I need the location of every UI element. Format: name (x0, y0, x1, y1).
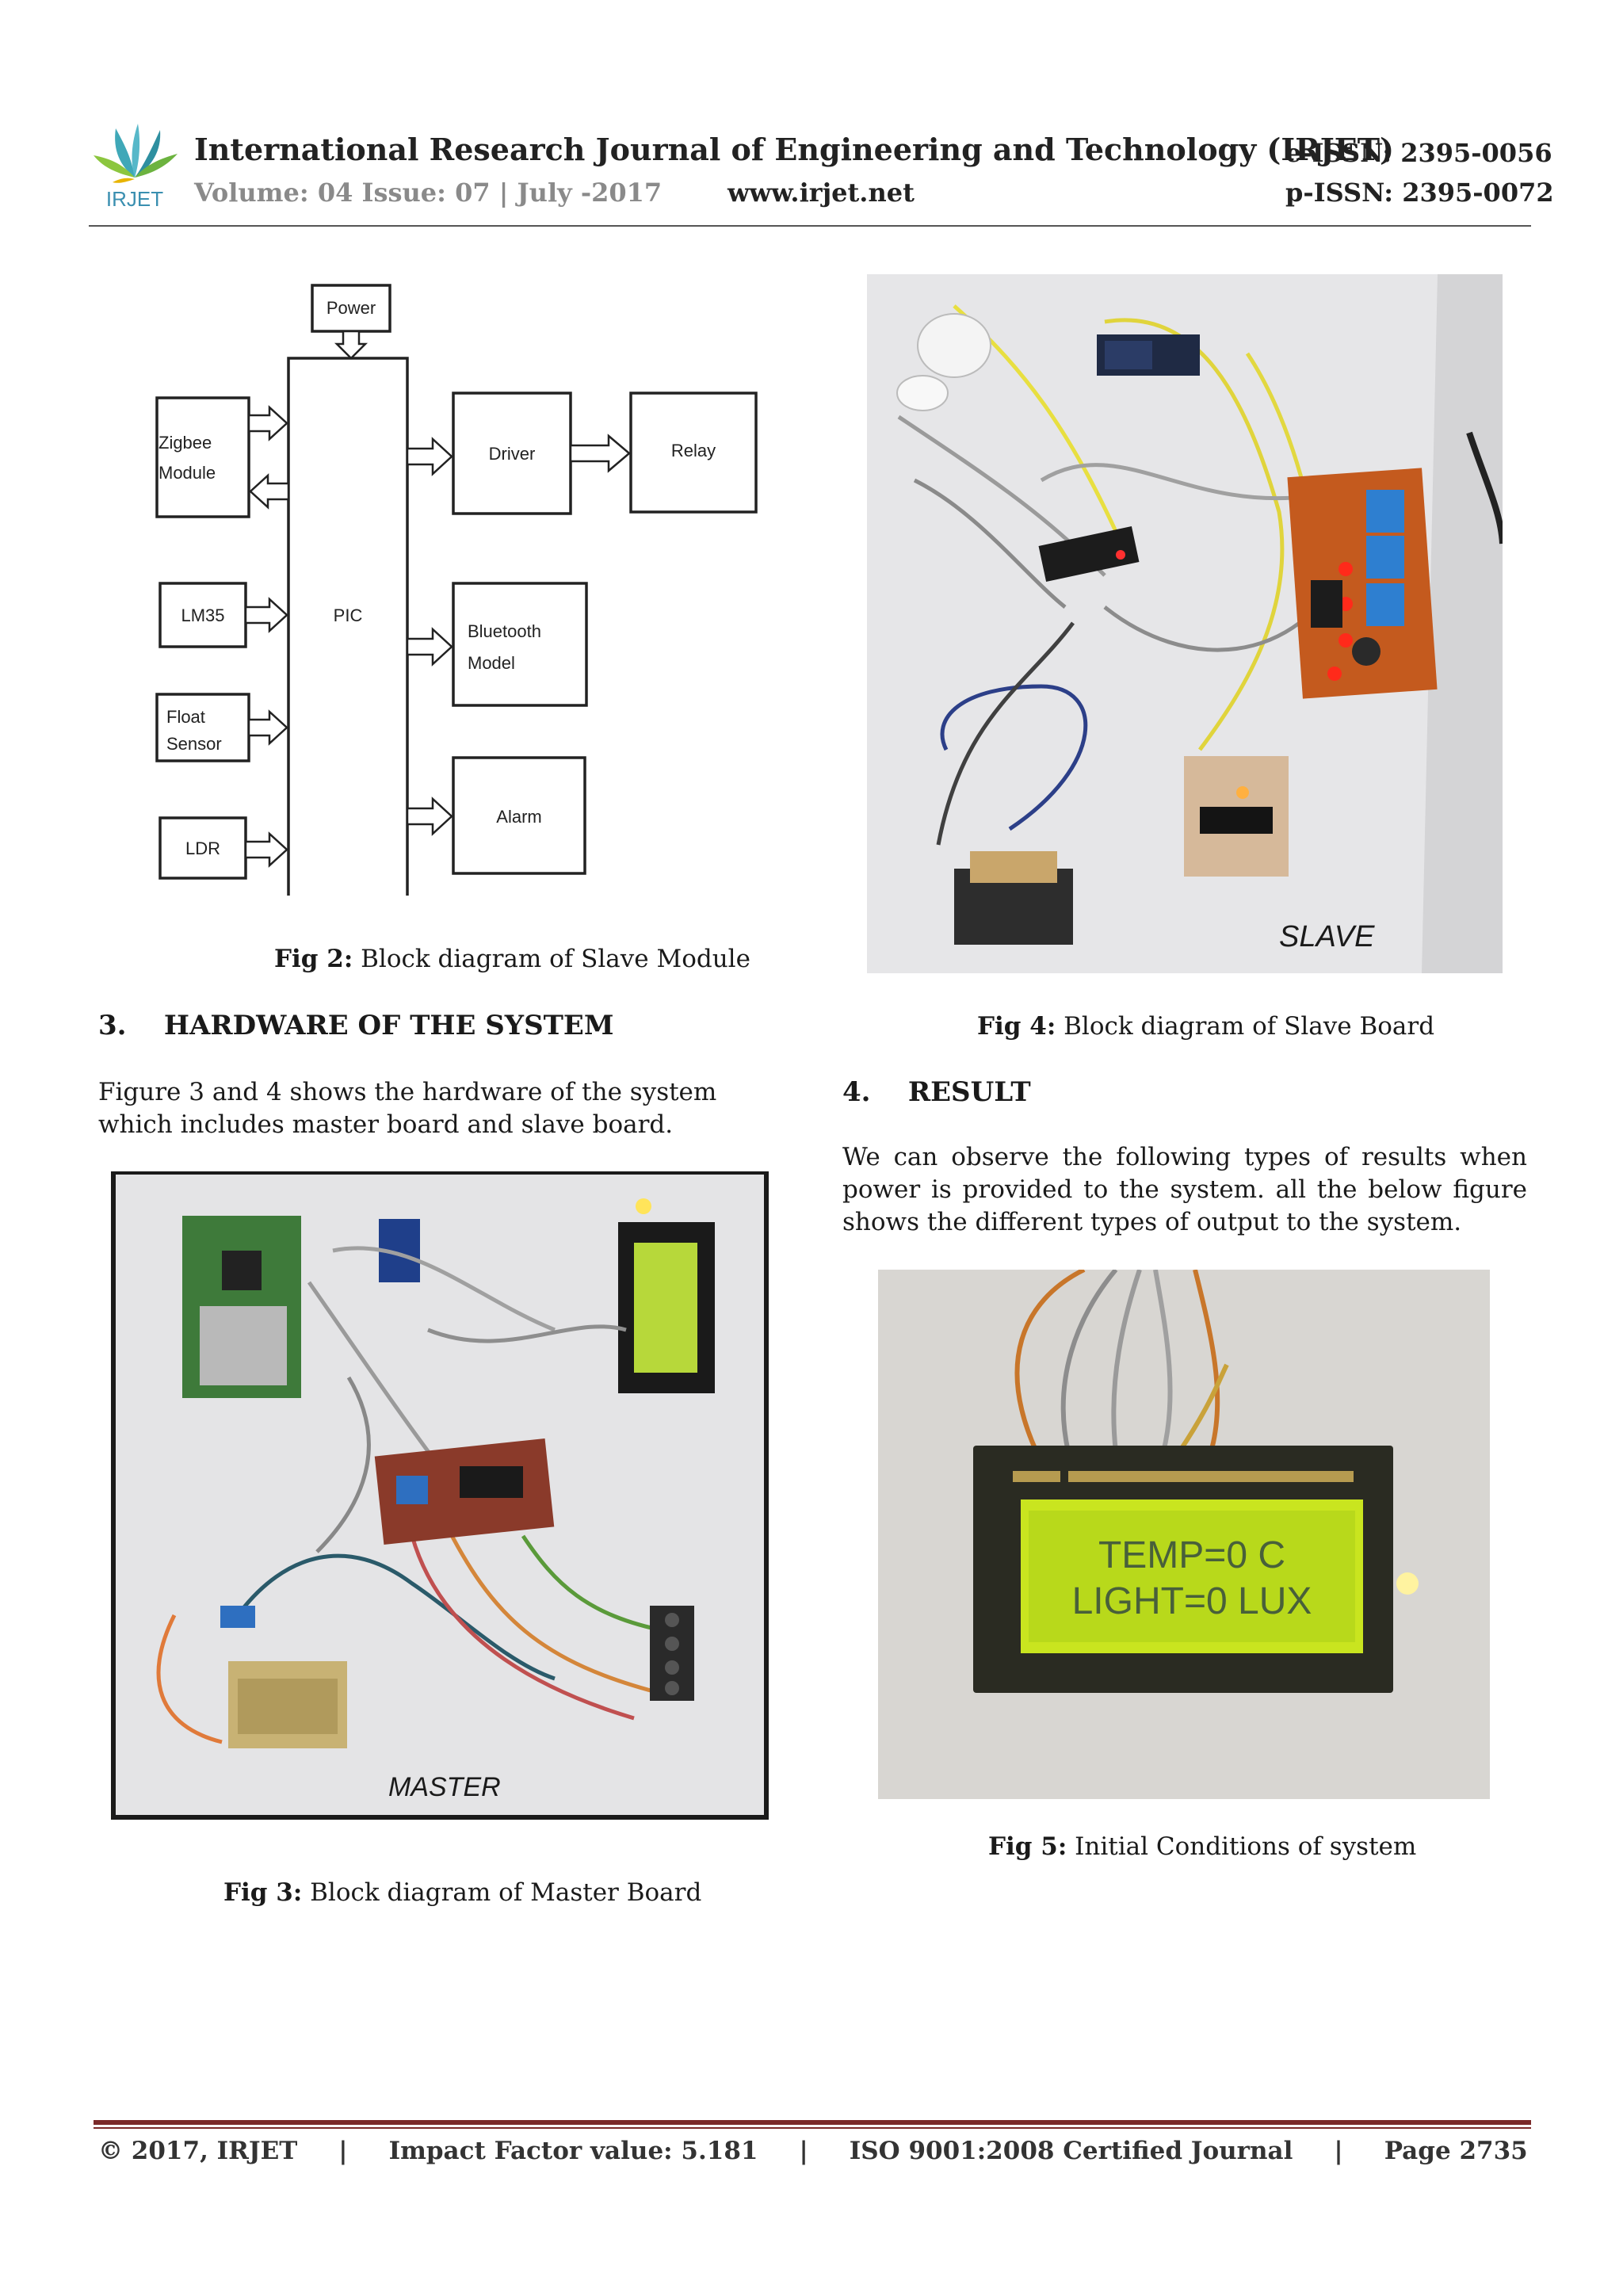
fig4-caption-text: Block diagram of Slave Board (1056, 1012, 1435, 1041)
alarm-label: Alarm (496, 807, 541, 827)
page-footer: © 2017, IRJET | Impact Factor value: 5.181… (98, 2137, 1528, 2165)
alarm-block (452, 756, 586, 875)
power-label: Power (327, 298, 376, 318)
ldr-label: LDR (185, 839, 220, 858)
driver-block (452, 392, 572, 515)
zigbee-block (155, 396, 250, 518)
fig2-caption-label: Fig 2: (274, 945, 353, 973)
float-label-1: Float (166, 707, 205, 727)
arrow-ldr-pic (244, 831, 288, 868)
header-divider (89, 225, 1531, 227)
fig3-caption-label: Fig 3: (223, 1878, 303, 1907)
pic-block (287, 357, 409, 899)
lm35-label: LM35 (181, 606, 224, 625)
fig4-caption: Fig 4: Block diagram of Slave Board (977, 1012, 1434, 1041)
journal-logo: IRJET (89, 119, 181, 212)
arrow-pic-zigbee (249, 473, 290, 510)
arrow-pic-alarm (406, 797, 453, 836)
slave-board-photo: SLAVE (867, 274, 1506, 973)
p-issn: p-ISSN: 2395-0072 (1285, 178, 1554, 208)
arrow-zigbee-pic (247, 405, 288, 441)
journal-website: www.irjet.net (727, 178, 915, 208)
fig3-caption-text: Block diagram of Master Board (302, 1878, 702, 1907)
section-4-heading: 4. RESULT (842, 1076, 1031, 1108)
master-board-photo: MASTER (111, 1171, 769, 1820)
fig4-caption-label: Fig 4: (977, 1012, 1056, 1041)
footer-separator: | (799, 2137, 808, 2165)
lcd-line-1: TEMP=0 C (1098, 1534, 1285, 1576)
e-issn: e-ISSN: 2395-0056 (1285, 138, 1552, 168)
master-photo-label: MASTER (388, 1772, 501, 1802)
bluetooth-block (452, 582, 588, 707)
volume-issue: Volume: 04 Issue: 07 | July -2017 (194, 178, 663, 208)
footer-iso: ISO 9001:2008 Certified Journal (849, 2137, 1293, 2165)
section-3-heading: 3. HARDWARE OF THE SYSTEM (98, 1010, 614, 1041)
slave-module-block-diagram: Power PIC Zigbee Module LM35 Float Senso… (143, 269, 777, 899)
pic-label: PIC (334, 606, 363, 625)
driver-label: Driver (489, 444, 536, 464)
bluetooth-label-2: Model (468, 653, 515, 673)
lcd-line-2: LIGHT=0 LUX (1072, 1580, 1312, 1622)
arrow-lm35-pic (244, 597, 288, 633)
section-4-text: We can observe the following types of re… (842, 1143, 1527, 1236)
arrow-driver-relay (569, 434, 631, 473)
footer-copyright: © 2017, IRJET (98, 2137, 298, 2165)
arrow-power-pic (334, 330, 369, 360)
slave-photo-label: SLAVE (1279, 920, 1375, 953)
footer-page-number: Page 2735 (1384, 2137, 1528, 2165)
fig2-caption-text: Block diagram of Slave Module (353, 945, 750, 973)
footer-impact-factor: Impact Factor value: 5.181 (388, 2137, 758, 2165)
footer-separator: | (338, 2137, 348, 2165)
fig2-caption: Fig 2: Block diagram of Slave Module (274, 945, 750, 973)
arrow-float-pic (247, 709, 288, 746)
logo-text: IRJET (106, 187, 163, 211)
zigbee-label-1: Zigbee (158, 433, 212, 453)
footer-separator: | (1334, 2137, 1343, 2165)
float-label-2: Sensor (166, 734, 222, 754)
fig5-caption-text: Initial Conditions of system (1067, 1832, 1417, 1861)
footer-divider-thick (94, 2120, 1531, 2125)
relay-block (629, 392, 758, 514)
relay-label: Relay (671, 441, 716, 460)
lm35-block (158, 582, 247, 648)
journal-title: International Research Journal of Engine… (194, 132, 1394, 167)
arrow-pic-bluetooth (406, 627, 453, 667)
arrow-pic-driver (406, 437, 453, 476)
fig5-caption-label: Fig 5: (988, 1832, 1067, 1861)
fig3-caption: Fig 3: Block diagram of Master Board (223, 1878, 701, 1907)
zigbee-label-2: Module (158, 463, 216, 483)
section-3-text: Figure 3 and 4 shows the hardware of the… (98, 1078, 717, 1139)
lcd-initial-conditions-photo: TEMP=0 C LIGHT=0 LUX (878, 1267, 1490, 1799)
fig5-caption: Fig 5: Initial Conditions of system (988, 1832, 1416, 1861)
float-sensor-block (155, 693, 250, 762)
bluetooth-label-1: Bluetooth (468, 621, 541, 641)
footer-divider-thin (94, 2127, 1531, 2129)
